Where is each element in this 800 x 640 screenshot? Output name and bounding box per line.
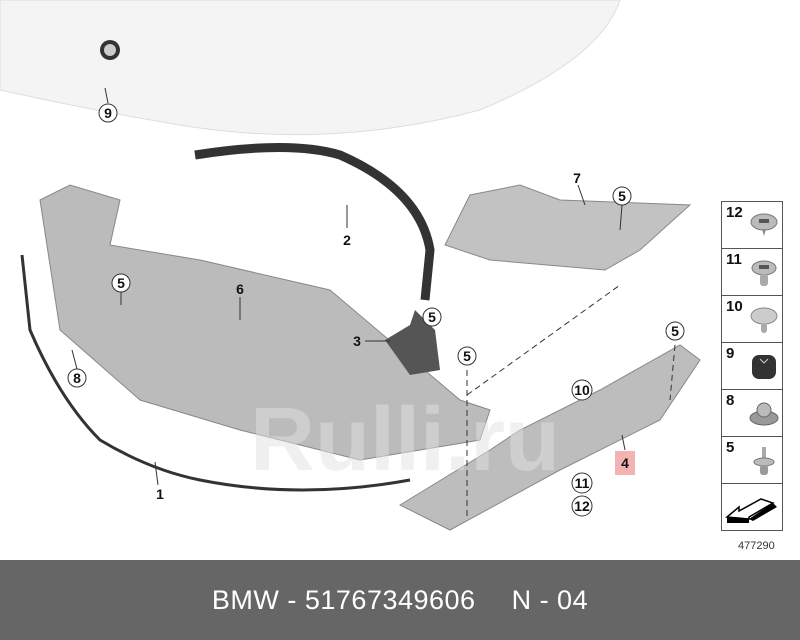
- diagram-code: 477290: [738, 540, 775, 552]
- callout-5a[interactable]: 5: [612, 186, 632, 231]
- seal-part-2: [194, 143, 435, 301]
- rubber-buffer-icon: [752, 355, 776, 379]
- panel-4: [398, 344, 701, 531]
- parts-legend: 12 11 10 9 8 5: [721, 201, 783, 531]
- legend-item-5[interactable]: 5: [722, 437, 782, 484]
- callout-1[interactable]: 1: [154, 461, 164, 502]
- legend-item-12[interactable]: 12: [722, 202, 782, 249]
- callout-5e[interactable]: 5: [665, 321, 685, 341]
- callout-3[interactable]: 3: [353, 333, 390, 349]
- rivet-icon: [753, 447, 775, 475]
- svg-text:8: 8: [73, 370, 81, 386]
- footer-bar: BMW - 51767349606 N - 04: [0, 560, 800, 640]
- push-clip-icon: [750, 307, 778, 333]
- svg-text:6: 6: [236, 281, 244, 297]
- cover-panel-6: [39, 184, 491, 461]
- callout-5c[interactable]: 5: [422, 307, 442, 327]
- legend-item-10[interactable]: 10: [722, 296, 782, 343]
- svg-text:5: 5: [117, 275, 125, 291]
- callout-2[interactable]: 2: [343, 205, 351, 248]
- legend-item-8[interactable]: 8: [722, 390, 782, 437]
- panel-7: [444, 184, 692, 271]
- parts-diagram: Rulli.ru 9 2 7 5 6 5 3 5 5 5 8 10 4 11 1…: [0, 0, 701, 531]
- direction-arrow-icon: [725, 498, 777, 523]
- legend-item-9[interactable]: 9: [722, 343, 782, 390]
- callout-4[interactable]: 4: [615, 434, 635, 475]
- svg-text:9: 9: [104, 105, 112, 121]
- svg-text:10: 10: [574, 382, 590, 398]
- svg-text:12: 12: [574, 498, 590, 514]
- callout-6[interactable]: 6: [236, 281, 244, 320]
- callout-10[interactable]: 10: [571, 379, 593, 401]
- svg-text:7: 7: [573, 170, 581, 186]
- position-code: N - 04: [511, 584, 589, 615]
- seal-part-8: [20, 254, 411, 492]
- hood-shape: [0, 0, 621, 136]
- clip-screw-icon: [751, 260, 777, 286]
- svg-text:5: 5: [618, 188, 626, 204]
- callout-5b[interactable]: 5: [111, 273, 131, 305]
- svg-text:5: 5: [428, 309, 436, 325]
- callout-7[interactable]: 7: [573, 170, 586, 206]
- part-number: BMW - 51767349606: [211, 584, 476, 615]
- bracket-3: [385, 310, 440, 375]
- svg-text:5: 5: [671, 323, 679, 339]
- legend-arrow: [722, 484, 782, 530]
- svg-text:4: 4: [621, 455, 629, 471]
- svg-text:5: 5: [463, 348, 471, 364]
- svg-text:1: 1: [156, 486, 164, 502]
- callout-9[interactable]: 9: [98, 87, 118, 123]
- svg-text:11: 11: [575, 475, 590, 491]
- callout-11[interactable]: 11: [571, 472, 593, 494]
- svg-text:2: 2: [343, 232, 351, 248]
- bracket-icon: [749, 402, 779, 426]
- legend-item-11[interactable]: 11: [722, 249, 782, 296]
- svg-text:3: 3: [353, 333, 361, 349]
- callout-12[interactable]: 12: [571, 495, 593, 517]
- screw-icon: [750, 213, 778, 236]
- callout-5d[interactable]: 5: [457, 346, 477, 366]
- callout-8[interactable]: 8: [67, 349, 87, 388]
- watermark: Rulli.ru: [250, 390, 560, 490]
